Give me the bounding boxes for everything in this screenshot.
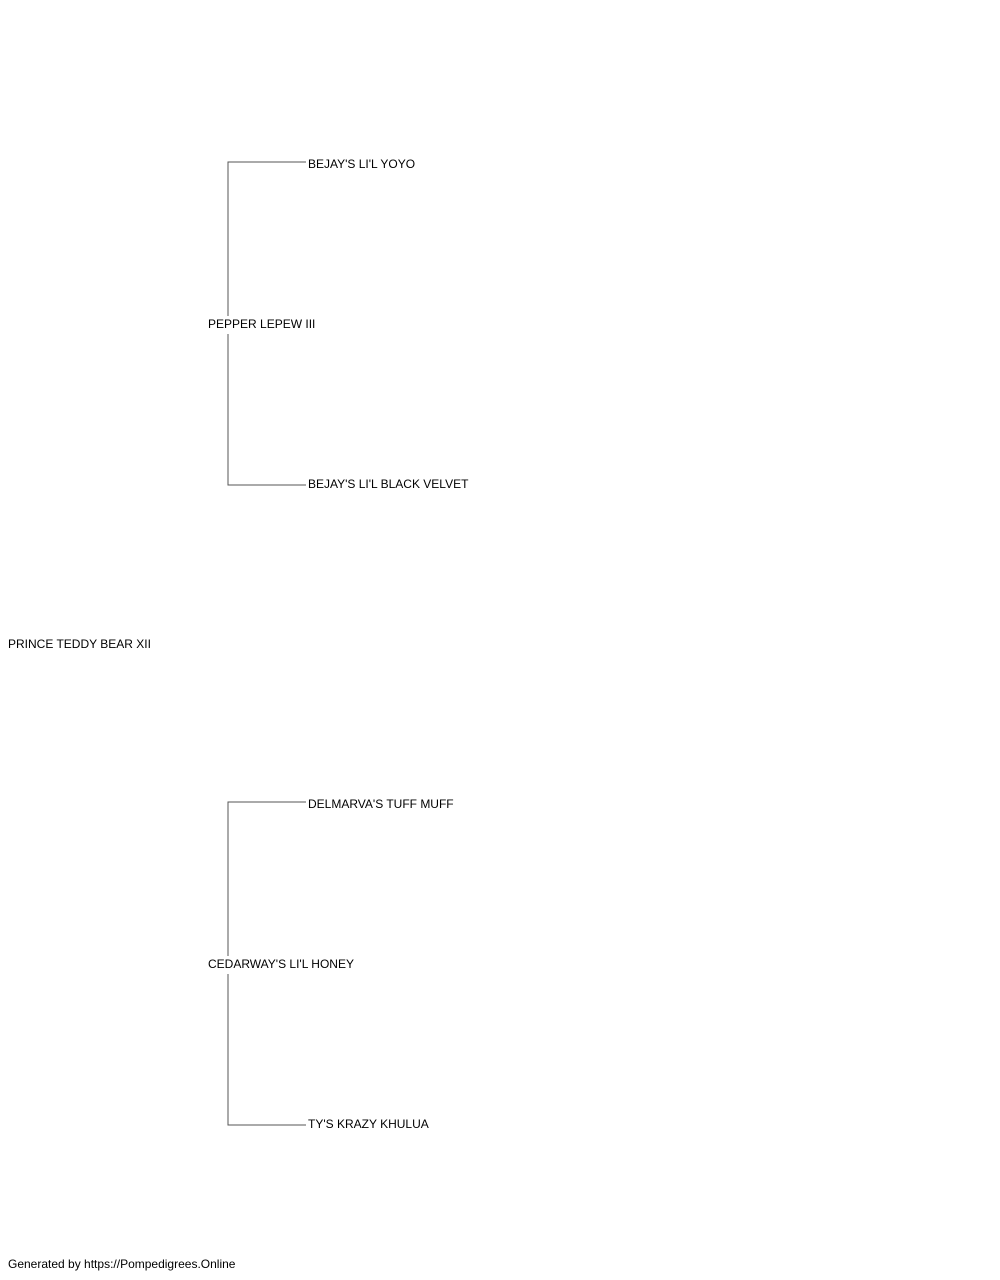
dam-to-grandsire-connector (227, 801, 306, 956)
sire-to-granddam-connector (227, 334, 306, 486)
maternal-grandsire-name[interactable]: DELMARVA'S TUFF MUFF (308, 797, 454, 811)
dam-to-granddam-connector (227, 974, 306, 1126)
sire-to-grandsire-connector (227, 161, 306, 316)
paternal-grandsire-name[interactable]: BEJAY'S LI'L YOYO (308, 157, 416, 171)
sire-name[interactable]: PEPPER LEPEW III (208, 317, 316, 331)
subject-name: PRINCE TEDDY BEAR XII (8, 637, 151, 651)
dam-name[interactable]: CEDARWAY'S LI'L HONEY (208, 957, 354, 971)
paternal-granddam-name[interactable]: BEJAY'S LI'L BLACK VELVET (308, 477, 469, 491)
maternal-granddam-name[interactable]: TY'S KRAZY KHULUA (308, 1117, 429, 1131)
generated-by-footer: Generated by https://Pompedigrees.Online (8, 1257, 236, 1271)
